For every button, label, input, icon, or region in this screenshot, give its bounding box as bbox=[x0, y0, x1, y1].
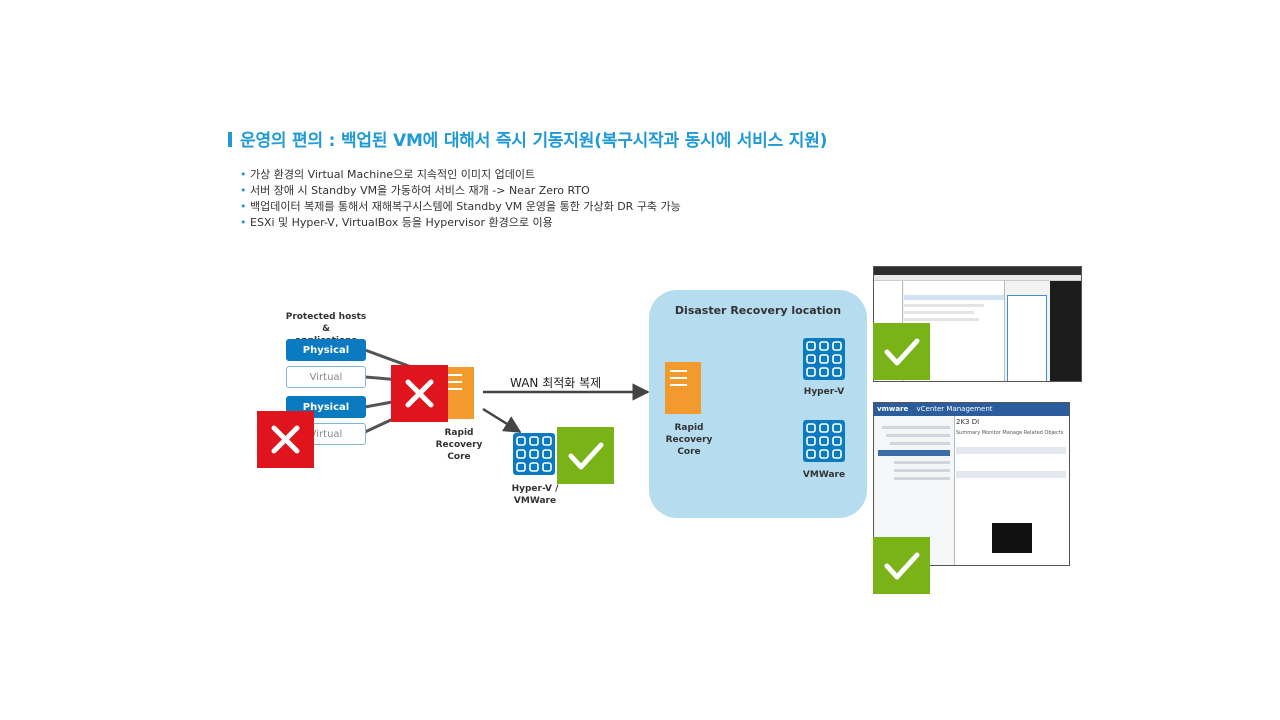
check-mark-icon bbox=[557, 427, 614, 484]
tree-row bbox=[894, 469, 950, 472]
tree-row bbox=[894, 477, 950, 480]
bullet-item: ESXi 및 Hyper-V, VirtualBox 등을 Hypervisor… bbox=[240, 215, 681, 231]
screenshot-menubar bbox=[874, 275, 1081, 281]
vcenter-header: vmware vCenter Management bbox=[874, 403, 1069, 416]
x-mark-icon bbox=[257, 411, 314, 468]
server-icon bbox=[665, 362, 701, 414]
rapid-recovery-core-label: Rapid Recovery Core bbox=[435, 428, 483, 462]
x-mark-icon bbox=[391, 365, 448, 422]
screenshot-row bbox=[904, 311, 974, 314]
screenshot-row bbox=[904, 318, 979, 321]
bullet-list: 가상 환경의 Virtual Machine으로 지속적인 이미지 업데이트 서… bbox=[240, 167, 681, 231]
vcenter-app-title: vCenter Management bbox=[916, 405, 993, 413]
dr-core-label: Rapid Recovery Core bbox=[665, 423, 713, 457]
tree-row bbox=[886, 434, 950, 437]
dr-vmware-label: VMWare bbox=[802, 470, 846, 480]
bullet-item: 백업데이터 복제를 통해서 재해복구시스템에 Standby VM 운영을 통한… bbox=[240, 199, 681, 215]
tree-row bbox=[890, 442, 950, 445]
vm-cluster-icon bbox=[803, 420, 845, 462]
screenshot-row bbox=[904, 295, 1004, 300]
host-virtual: Virtual bbox=[286, 366, 366, 388]
dr-title: Disaster Recovery location bbox=[674, 304, 842, 317]
host-physical: Physical bbox=[286, 339, 366, 361]
tab-summary[interactable]: Summary bbox=[956, 430, 981, 436]
tab-monitor[interactable]: Monitor bbox=[981, 430, 1001, 436]
screenshot-console bbox=[1050, 281, 1081, 381]
vcenter-section-header bbox=[956, 471, 1066, 478]
screenshot-row bbox=[904, 304, 984, 307]
tab-related-objects[interactable]: Related Objects bbox=[1023, 430, 1064, 436]
page-title: 운영의 편의 : 백업된 VM에 대해서 즉시 기동지원(복구시작과 동시에 서… bbox=[228, 126, 827, 151]
screenshot-actions-pane bbox=[1007, 295, 1047, 381]
vcenter-console-preview bbox=[992, 523, 1032, 553]
dr-hyperv-label: Hyper-V bbox=[803, 387, 845, 397]
vcenter-section-header bbox=[956, 447, 1066, 454]
check-mark-icon bbox=[873, 323, 930, 380]
vcenter-brand: vmware bbox=[877, 405, 909, 413]
vm-cluster-icon bbox=[513, 433, 555, 475]
screenshot-titlebar bbox=[874, 267, 1081, 275]
bullet-item: 서버 장애 시 Standby VM을 가동하여 서비스 재개 -> Near … bbox=[240, 183, 681, 199]
title-text: 운영의 편의 : 백업된 VM에 대해서 즉시 기동지원(복구시작과 동시에 서… bbox=[240, 131, 828, 151]
vcenter-vm-name: 2K3 DI bbox=[956, 418, 980, 426]
server-icon bbox=[444, 367, 474, 419]
bullet-item: 가상 환경의 Virtual Machine으로 지속적인 이미지 업데이트 bbox=[240, 167, 681, 183]
local-vm-label: Hyper-V / VMWare bbox=[511, 484, 559, 506]
title-accent-bar bbox=[228, 132, 232, 147]
check-mark-icon bbox=[873, 537, 930, 594]
tab-manage[interactable]: Manage bbox=[1002, 430, 1023, 436]
wan-label: WAN 최적화 복제 bbox=[510, 376, 602, 390]
vcenter-tabs: Summary Monitor Manage Related Objects bbox=[956, 430, 1063, 436]
local-vm-arrow bbox=[482, 407, 522, 434]
tree-row bbox=[882, 426, 950, 429]
tree-row-selected bbox=[878, 450, 950, 456]
tree-row bbox=[894, 461, 950, 464]
vm-cluster-icon bbox=[803, 338, 845, 380]
